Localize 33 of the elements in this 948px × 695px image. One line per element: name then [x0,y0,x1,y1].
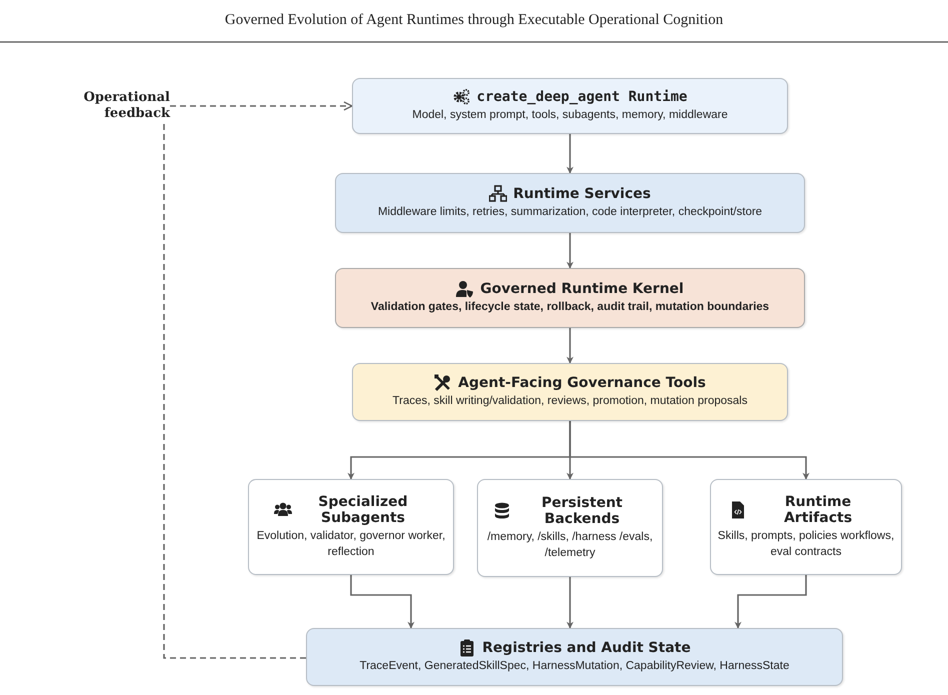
arrow [566,328,574,364]
feedback-arrow [163,101,353,659]
layer-box [335,173,805,233]
layer-box [335,268,805,328]
component-card [710,479,902,575]
box-description: Evolution, validator, governor worker, reflection [256,529,446,560]
box-heading: Runtime Services [513,186,651,203]
arrow [569,421,810,480]
box-heading: Agent-Facing Governance Tools [458,374,706,392]
box-description: Model, system prompt, tools, subagents, memory, middleware [412,108,728,124]
box-heading: Specialized Subagents [317,494,409,528]
box-description: Traces, skill writing/validation, reviews, promotion, mutation proposals [392,394,748,410]
box-description: Skills, prompts, policies workflows, eval contracts [717,529,895,560]
box-heading: Governed Runtime Kernel [480,280,684,298]
layer-box [352,363,788,421]
box-description: /memory, /skills, /harness /evals, /telemetry [486,530,654,561]
arrow [566,577,574,629]
layer-box [306,628,843,686]
arrow [566,134,574,174]
box-heading: Registries and Audit State [482,640,691,657]
box-heading: create_deep_agent Runtime [476,88,688,106]
arrow [566,233,574,269]
box-heading: Runtime Artifacts [782,494,854,528]
box-description: Middleware limits, retries, summarization, code interpreter, checkpoint/store [378,205,762,220]
diagram-title: Governed Evolution of Agent Runtimes through Executable Operational Cognition [224,12,724,29]
component-card [477,479,663,577]
arrow [350,575,414,629]
component-card [248,479,454,575]
layer-box [352,78,788,134]
arrow [734,575,807,629]
box-description: TraceEvent, GeneratedSkillSpec, HarnessMutation, CapabilityReview, HarnessState [360,659,790,674]
box-description: Validation gates, lifecycle state, rollback, audit trail, mutation boundaries [370,300,770,316]
box-heading: Persistent Backends [540,494,624,528]
